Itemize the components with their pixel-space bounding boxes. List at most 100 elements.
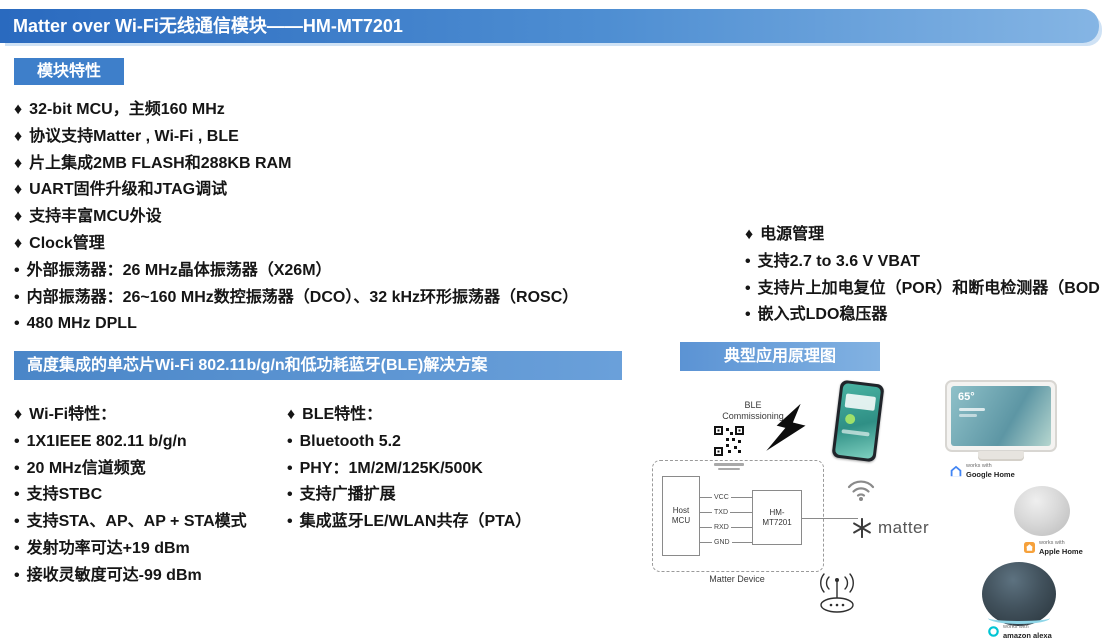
- list-item: •PHY：1M/2M/125K/500K: [287, 456, 531, 483]
- qr-caption-bar: [714, 463, 744, 466]
- bullet-marker: ♦: [14, 406, 23, 423]
- list-item: • 内部振荡器：26~160 MHz数控振荡器（DCO）、32 kHz环形振荡器（…: [14, 285, 578, 312]
- echo-dot-illustration: [982, 562, 1056, 626]
- phone-screen: [834, 382, 882, 460]
- item-text: 支持片上加电复位（POR）和断电检测器（BOD: [757, 279, 1100, 297]
- hub-ui-bar: [959, 408, 985, 411]
- list-item: •外部振荡器：26 MHz晶体振荡器（X26M）: [14, 258, 578, 285]
- badge-line1: works with: [966, 463, 992, 469]
- google-home-icon: [950, 465, 962, 476]
- qr-caption-bar: [718, 467, 740, 470]
- matter-logo: matter: [852, 518, 929, 538]
- item-text: 支持2.7 to 3.6 V VBAT: [757, 252, 921, 270]
- item-text: 集成蓝牙LE/WLAN共存（PTA）: [299, 513, 532, 531]
- item-text: BLE特性：: [302, 406, 383, 423]
- bullet-marker: ♦: [745, 226, 754, 243]
- qr-code: [714, 426, 744, 470]
- bullet-marker: •: [287, 432, 293, 450]
- list-item: •嵌入式LDO稳压器: [745, 302, 1100, 329]
- item-text: 协议支持Matter , Wi-Fi , BLE: [29, 127, 239, 145]
- item-text: Wi-Fi特性：: [29, 406, 117, 423]
- item-text: 1X1IEEE 802.11 b/g/n: [26, 432, 187, 450]
- smartphone-illustration: [831, 379, 885, 463]
- lightning-icon: [766, 403, 806, 451]
- homepod-illustration: [1014, 486, 1070, 536]
- badge-line2: amazon alexa: [1003, 630, 1052, 640]
- bullet-marker: •: [745, 279, 751, 297]
- item-text: 嵌入式LDO稳压器: [757, 306, 888, 324]
- hub-ui-bar: [959, 414, 977, 417]
- power-management-section: ♦电源管理 • 支持2.7 to 3.6 V VBAT • 支持片上加电复位（POR…: [745, 222, 1100, 329]
- list-item: ♦ Clock管理: [14, 231, 578, 258]
- echo-light-ring: [988, 612, 1050, 624]
- works-with-google-home-badge: works with Google Home: [950, 463, 1015, 479]
- bullet-marker: ♦: [14, 154, 23, 172]
- bullet-marker: •: [14, 539, 20, 557]
- module-block: HM- MT7201: [752, 490, 802, 545]
- module-features-list: ♦ 32-bit MCU，主频160 MHz ♦ 协议支持Matter , Wi-F…: [14, 97, 578, 338]
- application-diagram-banner: 典型应用原理图: [680, 342, 880, 371]
- item-text: 片上集成2MB FLASH和288KB RAM: [29, 154, 292, 172]
- item-text: 20 MHz信道频宽: [26, 459, 146, 477]
- ble-features-section: ♦ BLE特性： • Bluetooth 5.2 •PHY：1M/2M/125K/5…: [287, 402, 531, 536]
- bullet-marker: •: [287, 486, 293, 504]
- matter-device-label: Matter Device: [709, 574, 765, 584]
- item-text: Bluetooth 5.2: [299, 432, 401, 450]
- host-mcu-block: Host MCU: [662, 476, 700, 556]
- works-with-apple-home-badge: works with Apple Home: [1024, 540, 1083, 556]
- badge-line1: works with: [1003, 624, 1029, 630]
- badge-line1: works with: [1039, 540, 1065, 546]
- badge-line2: Google Home: [966, 469, 1015, 479]
- list-item: ♦ UART固件升级和JTAG调试: [14, 177, 578, 204]
- list-item: • 支持STA、AP、AP + STA模式: [14, 509, 247, 536]
- item-text: 支持丰富MCU外设: [29, 208, 162, 226]
- bullet-marker: •: [745, 252, 751, 270]
- list-item: •接收灵敏度可达-99 dBm: [14, 563, 247, 590]
- bullet-marker: •: [14, 432, 20, 450]
- phone-ui-bar: [841, 429, 870, 437]
- nest-hub-illustration: 65°: [945, 380, 1057, 452]
- list-item: ♦电源管理: [745, 222, 1100, 249]
- bullet-marker: ♦: [14, 208, 23, 226]
- item-text: 32-bit MCU，主频160 MHz: [29, 101, 225, 118]
- page-title-banner: Matter over Wi-Fi无线通信模块——HM-MT7201: [0, 9, 1099, 43]
- matter-logo-text: matter: [878, 518, 930, 537]
- list-item: • 支持广播扩展: [287, 482, 531, 509]
- phone-ui-dot: [844, 413, 856, 425]
- bullet-marker: •: [14, 486, 20, 504]
- antenna-graphic: [820, 573, 854, 613]
- list-item: • 集成蓝牙LE/WLAN共存（PTA）: [287, 509, 531, 536]
- bullet-marker: •: [287, 459, 293, 477]
- badge-text: works with Apple Home: [1039, 540, 1083, 556]
- bullet-marker: •: [14, 459, 20, 477]
- list-item: • 20 MHz信道频宽: [14, 456, 247, 483]
- wire-label: RXD: [712, 523, 731, 532]
- nest-hub-base: [978, 451, 1024, 461]
- list-item: •480 MHz DPLL: [14, 311, 578, 338]
- bullet-marker: ♦: [14, 181, 23, 199]
- list-item: •发射功率可达+19 dBm: [14, 536, 247, 563]
- qr-code-graphic: [714, 426, 744, 456]
- bullet-marker: ♦: [287, 406, 296, 423]
- solution-banner: 高度集成的单芯片Wi-Fi 802.11b/g/n和低功耗蓝牙(BLE)解决方案: [14, 351, 622, 380]
- nest-hub-screen: 65°: [951, 386, 1051, 446]
- wifi-features-section: ♦ Wi-Fi特性： • 1X1IEEE 802.11 b/g/n • 20 MHz信…: [14, 402, 247, 590]
- item-text: 支持广播扩展: [299, 486, 396, 504]
- bullet-marker: •: [14, 288, 20, 306]
- matter-device-box: [652, 460, 824, 572]
- item-text: 支持STA、AP、AP + STA模式: [26, 513, 247, 531]
- list-item: ♦ 协议支持Matter , Wi-Fi , BLE: [14, 124, 578, 151]
- section-title: ♦ BLE特性：: [287, 402, 531, 429]
- bullet-marker: ♦: [14, 234, 23, 252]
- bullet-marker: •: [14, 513, 20, 531]
- bullet-marker: •: [287, 513, 293, 531]
- matter-logo-icon: [853, 518, 871, 538]
- item-text: 内部振荡器：26~160 MHz数控振荡器（DCO）、32 kHz环形振荡器（R…: [26, 288, 579, 306]
- router-antenna-icon: [810, 568, 864, 619]
- works-with-amazon-alexa-badge: works with amazon alexa: [988, 624, 1052, 640]
- item-text: UART固件升级和JTAG调试: [29, 181, 228, 199]
- bullet-marker: ♦: [14, 127, 23, 145]
- item-text: Clock管理: [29, 234, 105, 252]
- page-title: Matter over Wi-Fi无线通信模块——HM-MT7201: [13, 16, 403, 36]
